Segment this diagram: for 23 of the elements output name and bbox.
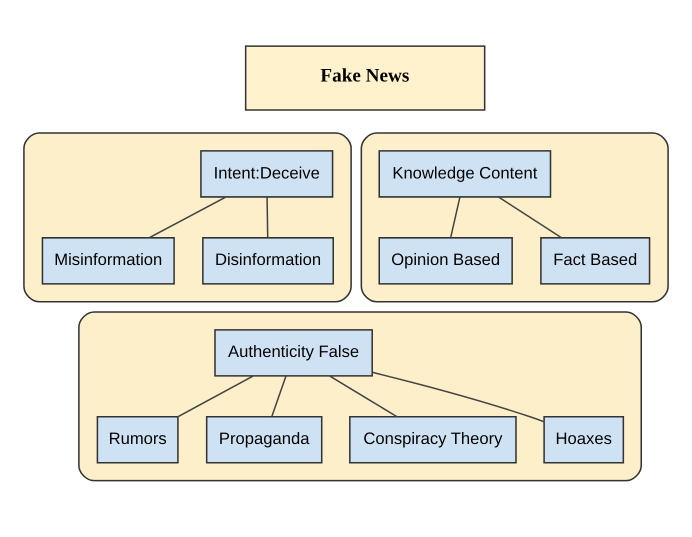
connector xyxy=(266,197,268,238)
cluster xyxy=(360,132,669,302)
connector xyxy=(271,376,287,416)
connector xyxy=(498,196,562,238)
node-box: Knowledge Content xyxy=(378,150,552,198)
connector xyxy=(178,375,254,418)
node-box: Conspiracy Theory xyxy=(349,416,517,464)
node-box: Fact Based xyxy=(540,237,650,285)
node-box: Disinformation xyxy=(202,237,334,285)
node-box: Misinformation xyxy=(42,237,175,285)
cluster xyxy=(23,132,352,302)
node-box: Hoaxes xyxy=(543,416,624,464)
node-box: Fake News xyxy=(244,45,486,111)
connector xyxy=(450,197,461,238)
node-box: Rumors xyxy=(96,416,179,464)
node-box: Intent:Deceive xyxy=(200,150,334,198)
node-box: Propaganda xyxy=(206,416,322,464)
connector xyxy=(329,375,398,418)
connector xyxy=(148,196,226,238)
node-box: Authenticity False xyxy=(214,329,373,377)
connector xyxy=(372,372,544,422)
node-box: Opinion Based xyxy=(378,237,513,285)
cluster xyxy=(78,311,642,482)
